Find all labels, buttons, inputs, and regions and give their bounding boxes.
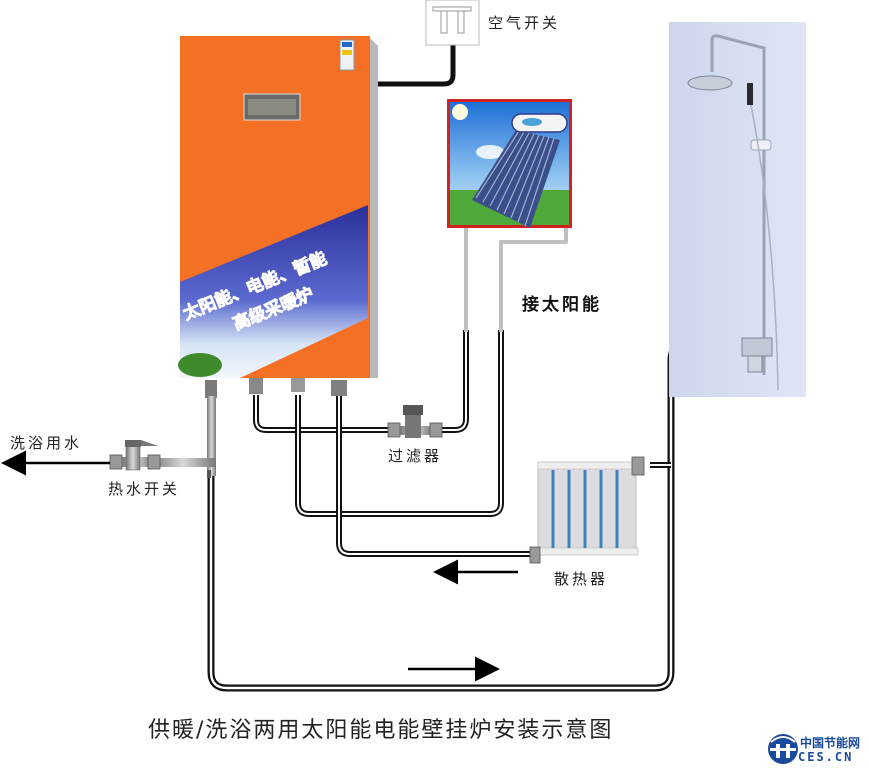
shower-set (669, 22, 806, 397)
filter-label: 过滤器 (388, 447, 443, 465)
radiator-return-pipe (336, 395, 530, 557)
hot-water-switch-label: 热水开关 (108, 480, 181, 498)
logo-name-cn: 中国节能网 (800, 736, 861, 750)
logo-name-en: CES.CN (798, 750, 854, 764)
solar-connect-label: 接太阳能 (522, 295, 602, 315)
air-switch (425, 0, 480, 46)
radiator (529, 456, 645, 564)
filter-pipe (253, 330, 469, 433)
diagram-title: 供暖/洗浴两用太阳能电能壁挂炉安装示意图 (148, 718, 614, 743)
wall-boiler: 太阳能、电能、暂能 高级采暖炉 (178, 36, 378, 378)
boiler-banner (180, 205, 368, 378)
radiator-label: 散热器 (554, 570, 609, 588)
air-switch-label: 空气开关 (488, 14, 561, 32)
hot-water-valve (109, 440, 161, 471)
bath-water-label: 洗浴用水 (10, 434, 83, 452)
solar-return-pipe (295, 330, 504, 517)
ces-logo-icon (768, 734, 798, 764)
filter-device (387, 405, 443, 438)
power-cable (376, 44, 456, 87)
boiler-outlet-fittings (249, 378, 347, 396)
hot-water-outlet (150, 380, 217, 478)
solar-water-heater (447, 99, 572, 228)
